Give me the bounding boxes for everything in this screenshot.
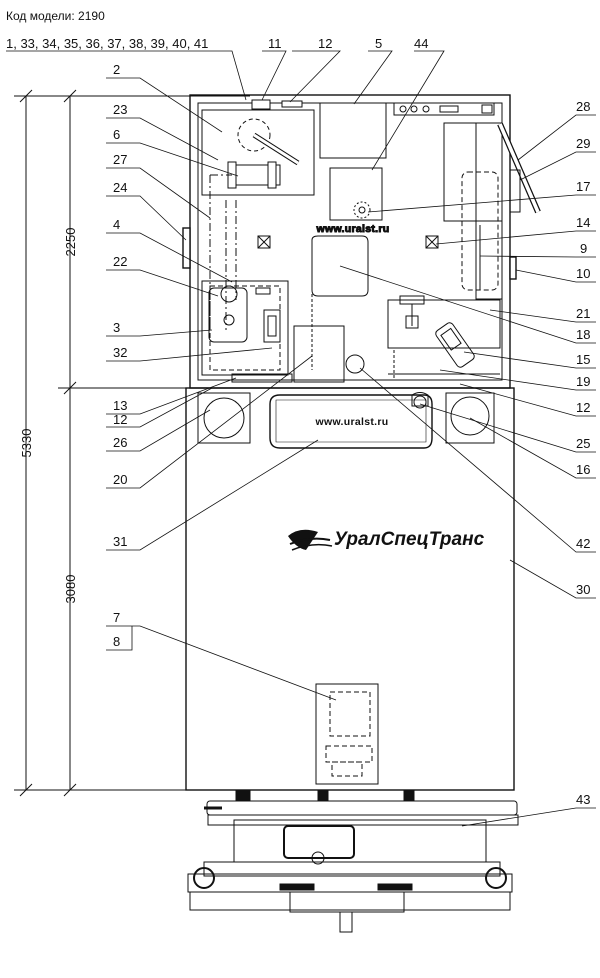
callout-label: 19 bbox=[576, 374, 590, 389]
callout-label: 1, 33, 34, 35, 36, 37, 38, 39, 40, 41 bbox=[6, 36, 208, 51]
callout-label: 26 bbox=[113, 435, 127, 450]
callout-label: 43 bbox=[576, 792, 590, 807]
callout-label: 12 bbox=[576, 400, 590, 415]
dim-upper: 2250 bbox=[63, 228, 78, 257]
dim-lower: 3080 bbox=[63, 575, 78, 604]
callout-label: 11 bbox=[268, 36, 282, 51]
lower-compartment bbox=[197, 392, 495, 785]
callout-label: 18 bbox=[576, 327, 590, 342]
callout-label: 15 bbox=[576, 352, 590, 367]
callout-label: 17 bbox=[576, 179, 590, 194]
brand-logo: УралСпецТранс bbox=[288, 529, 485, 551]
callout-label: 9 bbox=[580, 241, 587, 256]
callout-label: 22 bbox=[113, 254, 127, 269]
brand-name: УралСпецТранс bbox=[334, 529, 485, 550]
callout-label: 7 bbox=[113, 610, 120, 625]
site-url-upper: www.uralst.ru bbox=[316, 223, 390, 235]
site-url-lower: www.uralst.ru bbox=[315, 416, 389, 428]
callout-label: 2 bbox=[113, 62, 120, 77]
model-code: Код модели: 2190 bbox=[6, 9, 105, 23]
callout-label: 24 bbox=[113, 180, 127, 195]
callout-label: 23 bbox=[113, 102, 127, 117]
leader-lines bbox=[6, 50, 596, 827]
callout-label: 28 bbox=[576, 99, 590, 114]
callout-label: 10 bbox=[576, 266, 590, 281]
callouts-right: 28 29 17 14 9 10 21 18 15 19 12 25 16 42… bbox=[576, 99, 590, 807]
dimension-lines bbox=[14, 89, 250, 797]
callout-label: 31 bbox=[113, 534, 127, 549]
callout-label: 44 bbox=[414, 36, 428, 51]
callout-label: 21 bbox=[576, 306, 590, 321]
callout-label: 32 bbox=[113, 345, 127, 360]
callouts-left: 1, 33, 34, 35, 36, 37, 38, 39, 40, 41 2 … bbox=[6, 36, 208, 649]
callout-label: 14 bbox=[576, 215, 590, 230]
callout-label: 8 bbox=[113, 634, 120, 649]
callout-label: 27 bbox=[113, 152, 127, 167]
callout-label: 20 bbox=[113, 472, 127, 487]
callout-label: 12 bbox=[113, 412, 127, 427]
callout-label: 13 bbox=[113, 398, 127, 413]
callout-label: 29 bbox=[576, 136, 590, 151]
callout-label: 42 bbox=[576, 536, 590, 551]
callout-label: 30 bbox=[576, 582, 590, 597]
callout-label: 4 bbox=[113, 217, 120, 232]
dim-total: 5330 bbox=[19, 429, 34, 458]
callout-label: 3 bbox=[113, 320, 120, 335]
callout-label: 25 bbox=[576, 436, 590, 451]
callout-label: 16 bbox=[576, 462, 590, 477]
upper-compartment: www.uralst.ru bbox=[201, 99, 541, 383]
callouts-top: 11 12 5 44 bbox=[268, 36, 428, 51]
callout-label: 12 bbox=[318, 36, 332, 51]
callout-label: 6 bbox=[113, 127, 120, 142]
chassis-view bbox=[187, 789, 519, 933]
callout-label: 5 bbox=[375, 36, 382, 51]
